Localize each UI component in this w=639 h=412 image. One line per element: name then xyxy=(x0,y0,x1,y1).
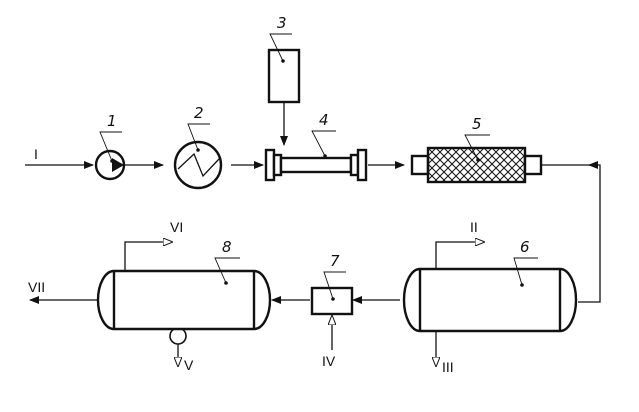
stream-label-IV: IV xyxy=(322,353,336,369)
stream-label-III: III xyxy=(442,359,454,375)
reactor-5 xyxy=(410,146,543,184)
label-6: 6 xyxy=(520,238,530,256)
unit-7 xyxy=(310,286,354,316)
reactor-to-separator-line xyxy=(541,164,601,303)
stream-label-II: II xyxy=(470,219,478,235)
stream-II-line xyxy=(435,242,484,269)
mixer-4 xyxy=(264,148,368,182)
stream-VI-line xyxy=(124,242,172,271)
leader-lines xyxy=(99,33,538,300)
stream-label-VI: VI xyxy=(170,219,183,235)
label-3: 3 xyxy=(277,14,287,32)
separator-6 xyxy=(402,267,578,333)
label-8: 8 xyxy=(222,238,232,256)
heat-exchanger-2 xyxy=(173,140,223,190)
label-5: 5 xyxy=(472,115,482,133)
leader-dots xyxy=(110,59,524,301)
vessel-8 xyxy=(96,269,272,345)
pump-1 xyxy=(94,149,126,181)
pump-symbol-icon xyxy=(112,158,124,172)
label-7: 7 xyxy=(330,252,340,270)
label-4: 4 xyxy=(319,111,329,129)
stream-label-VII: VII xyxy=(28,279,45,295)
side-streams xyxy=(124,242,484,366)
flow-lines xyxy=(25,102,601,304)
stream-label-V: V xyxy=(184,357,194,373)
label-2: 2 xyxy=(194,104,204,122)
label-1: 1 xyxy=(107,112,117,130)
tank-3 xyxy=(267,48,301,104)
stream-label-I: I xyxy=(34,146,38,162)
heat-exchanger-coil-icon xyxy=(177,152,220,178)
